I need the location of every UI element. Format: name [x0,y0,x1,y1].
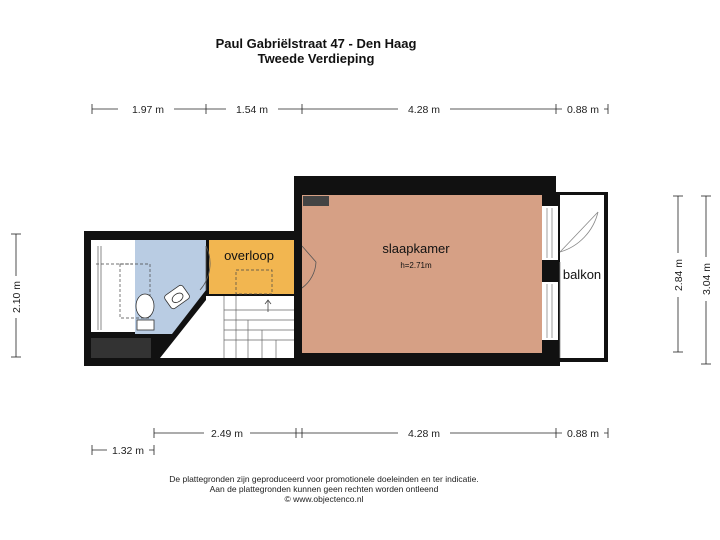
footer-disclaimer-1: De plattegronden zijn geproduceerd voor … [169,474,479,484]
room-label-balkon: balkon [563,267,601,282]
balcony-window-bottom [542,282,558,340]
plan-title-address: Paul Gabriëlstraat 47 - Den Haag [215,36,417,51]
dim-bottom-1: 2.49 m [211,428,243,440]
dim-right-outer: 3.04 m [701,263,713,295]
plan-title-floor: Tweede Verdieping [257,51,375,66]
toilet-icon [135,293,155,331]
bedroom-door [301,245,317,289]
balcony-door [559,211,599,358]
shower-outline [96,263,151,319]
room-label-overloop: overloop [224,248,274,263]
dim-bottom-left: 1.32 m [112,445,144,457]
stair-arrow-icon [264,299,272,312]
dim-right-inner: 2.84 m [673,259,685,291]
shower-wall [97,246,102,330]
balcony-window-top [542,206,558,260]
balcony-windows [546,208,553,338]
bedroom-niche [303,196,329,206]
top-dimensions [91,104,609,114]
room-label-slaapkamer: slaapkamer [382,241,450,256]
bathroom-door [199,245,211,291]
dim-bottom-3: 0.88 m [567,428,599,440]
dim-top-2: 1.54 m [236,104,268,116]
dim-top-1: 1.97 m [132,104,164,116]
room-height-slaapkamer: h=2.71m [400,261,432,270]
dim-top-4: 0.88 m [567,104,599,116]
dim-top-3: 4.28 m [408,104,440,116]
stair-treads [223,296,294,358]
dim-bottom-2: 4.28 m [408,428,440,440]
stairs-area [160,296,294,358]
balcony-floor [560,195,604,358]
sink-icon [164,284,190,310]
dim-left: 2.10 m [11,281,23,313]
footer-copyright: © www.objectenco.nl [284,494,364,504]
footer-disclaimer-2: Aan de plattegronden kunnen geen rechten… [209,484,439,494]
bottom-dimensions [91,428,609,455]
bedroom-floor [302,195,542,353]
stair-outline [235,269,273,295]
landing-floor [209,240,294,294]
storage-block [91,338,151,358]
